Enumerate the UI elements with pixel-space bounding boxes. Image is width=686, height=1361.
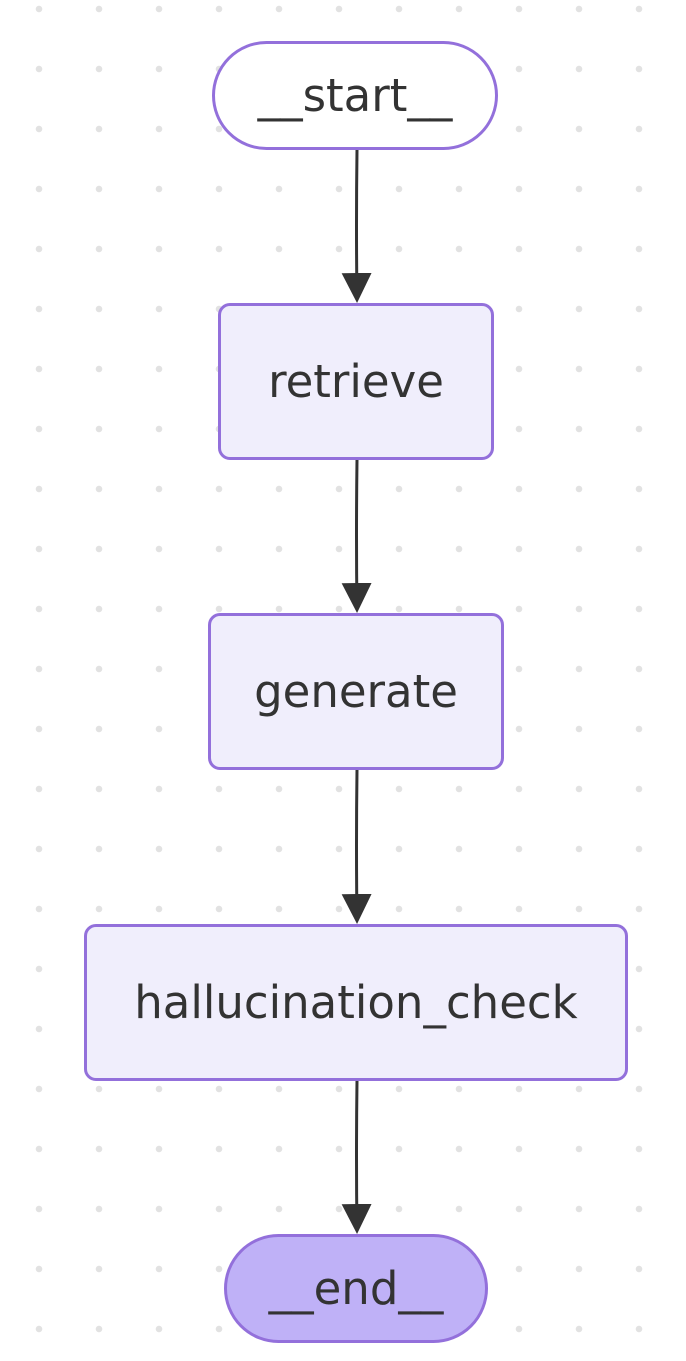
edge-hallucination-check-to-end bbox=[341, 1080, 372, 1234]
node-generate[interactable]: generate bbox=[208, 613, 504, 770]
edge-generate-to-hallucination-check bbox=[341, 769, 372, 924]
node-hallucination-check[interactable]: hallucination_check bbox=[84, 924, 628, 1081]
node-generate-label: generate bbox=[254, 665, 458, 718]
edge-retrieve-to-generate bbox=[341, 459, 372, 613]
node-end[interactable]: __end__ bbox=[224, 1234, 488, 1343]
node-start-label: __start__ bbox=[257, 69, 453, 122]
node-retrieve-label: retrieve bbox=[268, 355, 444, 408]
node-hallucination-check-label: hallucination_check bbox=[134, 976, 578, 1029]
node-end-label: __end__ bbox=[268, 1262, 444, 1315]
node-retrieve[interactable]: retrieve bbox=[218, 303, 494, 460]
edge-start-to-retrieve bbox=[341, 149, 372, 303]
node-start[interactable]: __start__ bbox=[212, 41, 498, 150]
